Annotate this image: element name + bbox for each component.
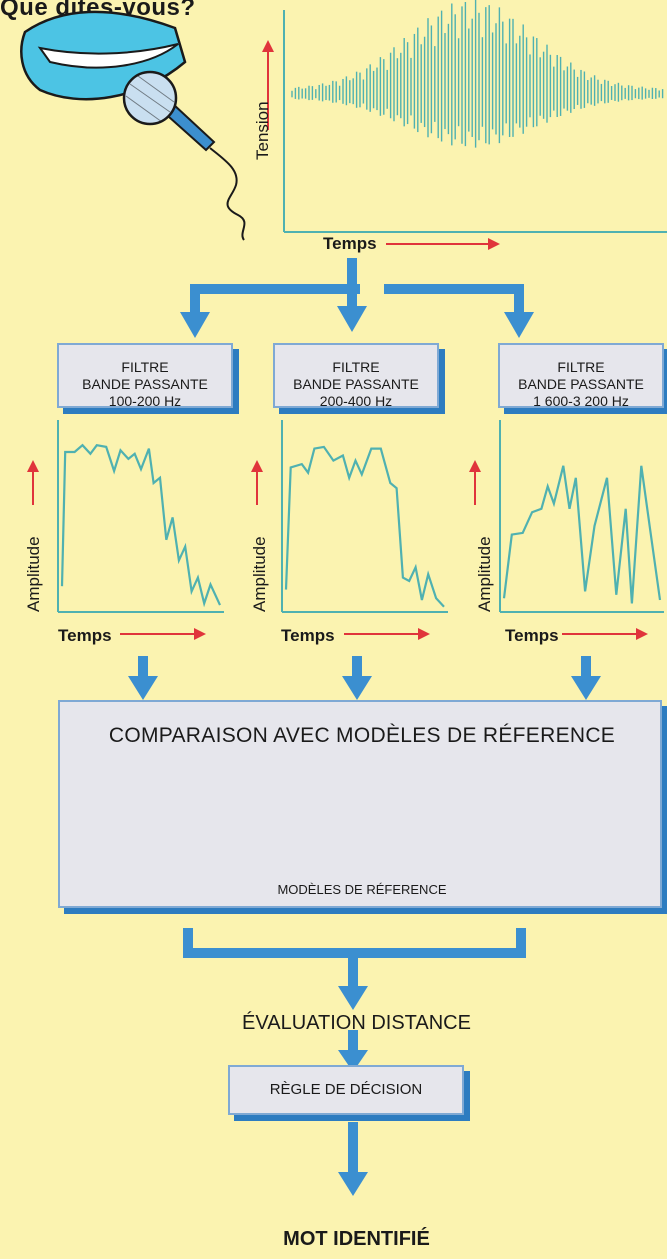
filter-3-x-axis-label: Temps xyxy=(505,626,559,645)
filter-range: 100-200 Hz xyxy=(108,393,182,409)
comparison-box: COMPARAISON AVEC MODÈLES DE RÉFERENCE MO… xyxy=(58,700,662,908)
flow-arrow-icon xyxy=(128,258,601,1196)
filter-range: 200-400 Hz xyxy=(319,393,393,409)
filter-box-2: FILTRE BANDE PASSANTE 200-400 Hz xyxy=(273,343,439,409)
filter-subtitle: BANDE PASSANTE xyxy=(293,376,419,392)
signal-y-axis-label: Tension xyxy=(253,101,272,160)
decision-label: RÈGLE DE DÉCISION xyxy=(269,1081,423,1098)
comparison-caption: MODÈLES DE RÉFERENCE xyxy=(277,882,447,897)
y-arrow-head xyxy=(251,460,263,472)
result-label: MOT IDENTIFIÉ xyxy=(283,1228,430,1250)
filter-title: FILTRE xyxy=(332,359,380,375)
filter-2-y-axis-label: Amplitude xyxy=(250,536,269,612)
x-arrow-head xyxy=(636,628,648,640)
waveform-plot xyxy=(291,0,664,148)
filter-1-x-axis-label: Temps xyxy=(58,626,112,645)
filter-subtitle: BANDE PASSANTE xyxy=(82,376,208,392)
x-arrow-head xyxy=(194,628,206,640)
decision-box: RÈGLE DE DÉCISION xyxy=(228,1065,464,1115)
filter-box-3: FILTRE BANDE PASSANTE 1 600-3 200 Hz xyxy=(498,343,664,409)
comparison-title: COMPARAISON AVEC MODÈLES DE RÉFERENCE xyxy=(108,724,616,747)
filter-box-1: FILTRE BANDE PASSANTE 100-200 Hz xyxy=(57,343,233,409)
filter-title: FILTRE xyxy=(121,359,169,375)
y-arrow-head xyxy=(469,460,481,472)
signal-x-axis-label: Temps xyxy=(323,234,377,253)
filter-curve xyxy=(284,445,445,608)
filter-plot-1 xyxy=(27,420,224,640)
filter-2-x-axis-label: Temps xyxy=(281,626,335,645)
filter-curve xyxy=(502,465,662,604)
x-arrow-head xyxy=(418,628,430,640)
filter-1-y-axis-label: Amplitude xyxy=(24,536,43,612)
microphone-icon xyxy=(122,70,246,241)
filter-plot-2 xyxy=(251,420,448,640)
filter-range: 1 600-3 200 Hz xyxy=(533,393,629,409)
y-arrow-head xyxy=(27,460,39,472)
evaluation-step: ÉVALUATION DISTANCE xyxy=(242,1012,471,1034)
filter-3-y-axis-label: Amplitude xyxy=(475,536,494,612)
filter-plot-3 xyxy=(469,420,664,640)
filter-curve xyxy=(60,443,221,608)
filter-title: FILTRE xyxy=(557,359,605,375)
filter-subtitle: BANDE PASSANTE xyxy=(518,376,644,392)
